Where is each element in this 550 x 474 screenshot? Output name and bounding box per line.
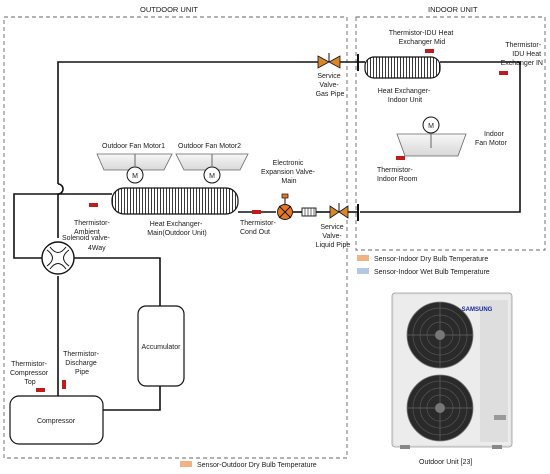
thermistor-cond-out-label: Thermistor- Cond Out [240, 220, 278, 236]
indoor-fan-motor-symbol: M [428, 123, 434, 130]
thermistor-compressor-top-label: Thermistor- Compressor Top [10, 361, 50, 386]
compressor [9, 395, 104, 445]
outdoor-fan-motor1-label: Outdoor Fan Motor1 [102, 143, 165, 150]
outdoor-fan1-motor-symbol: M [132, 173, 138, 180]
compressor-label: Compressor [37, 418, 76, 425]
refrigerant-piping [13, 54, 521, 411]
heat-exchanger-indoor-label: Heat Exchanger- Indoor Unit [378, 88, 432, 104]
indoor-fan-motor-label: Indoor Fan Motor [475, 131, 508, 147]
thermistor-discharge-pipe-marker [62, 380, 66, 389]
outdoor-unit-photo [391, 292, 513, 449]
indoor-unit-boundary [355, 16, 546, 251]
outdoor-unit-title: OUTDOOR UNIT [140, 5, 198, 14]
thermistor-indoor-room-label: Thermistor- Indoor Room [377, 167, 418, 183]
accumulator [137, 305, 185, 387]
eev-main-icon [277, 193, 293, 220]
solenoid-valve-4way-icon [41, 241, 75, 275]
thermistor-indoor-room-marker [396, 156, 405, 160]
outdoor-fan2-icon [175, 153, 249, 184]
outdoor-unit-boundary [3, 16, 348, 459]
indoor-unit-title: INDOOR UNIT [428, 5, 478, 14]
thermistor-compressor-top-marker [36, 388, 45, 392]
thermistor-ambient-label: Thermistor- Ambient [74, 220, 112, 236]
photo-caption: Outdoor Unit [23] [419, 459, 472, 466]
legend-indoor-wet-bulb: Sensor-Indoor Wet Bulb Temperature [374, 269, 490, 276]
accumulator-label: Accumulator [142, 344, 182, 351]
thermistor-idu-in-marker [499, 71, 508, 75]
service-valve-gas-label: Service Valve- Gas Pipe [316, 73, 345, 98]
outdoor-fan-motor2-label: Outdoor Fan Motor2 [178, 143, 241, 150]
thermistor-idu-mid-marker [425, 49, 434, 53]
outdoor-fan1-icon [96, 153, 173, 184]
thermistor-idu-mid-label: Thermistor-IDU Heat Exchanger Mid [389, 30, 456, 46]
eev-main-label: Electronic Expansion Valve- Main [261, 160, 317, 185]
legend-indoor-dry-bulb: Sensor-Indoor Dry Bulb Temperature [374, 256, 488, 263]
heat-exchanger-main-label: Heat Exchanger- Main(Outdoor Unit) [147, 221, 207, 237]
thermistor-cond-out-marker [252, 210, 261, 214]
legend-swatch-outdoor-dry-bulb [180, 461, 192, 467]
indoor-fan-icon [396, 116, 467, 157]
solenoid-valve-label: Solenoid valve- 4Way [62, 235, 112, 252]
thermistor-ambient-marker [89, 203, 98, 207]
strainer-icon [301, 207, 317, 217]
service-valve-liquid-icon [329, 203, 349, 219]
heat-exchanger-main [111, 187, 239, 215]
thermistor-discharge-pipe-label: Thermistor- Discharge Pipe [63, 351, 101, 376]
brand-logo: SAMSUNG [462, 307, 493, 313]
legend-swatch-indoor-wet-bulb [357, 268, 369, 274]
service-valve-gas-icon [317, 53, 341, 69]
outdoor-fan2-motor-symbol: M [209, 173, 215, 180]
heat-exchanger-indoor [364, 56, 441, 79]
legend-swatch-indoor-dry-bulb [357, 255, 369, 261]
thermistor-idu-in-label: Thermistor- IDU Heat Exchanger IN [501, 42, 543, 67]
legend-outdoor-dry-bulb: Sensor-Outdoor Dry Bulb Temperature [197, 462, 317, 469]
service-valve-liquid-label: Service Valve- Liquid Pipe [316, 224, 351, 249]
